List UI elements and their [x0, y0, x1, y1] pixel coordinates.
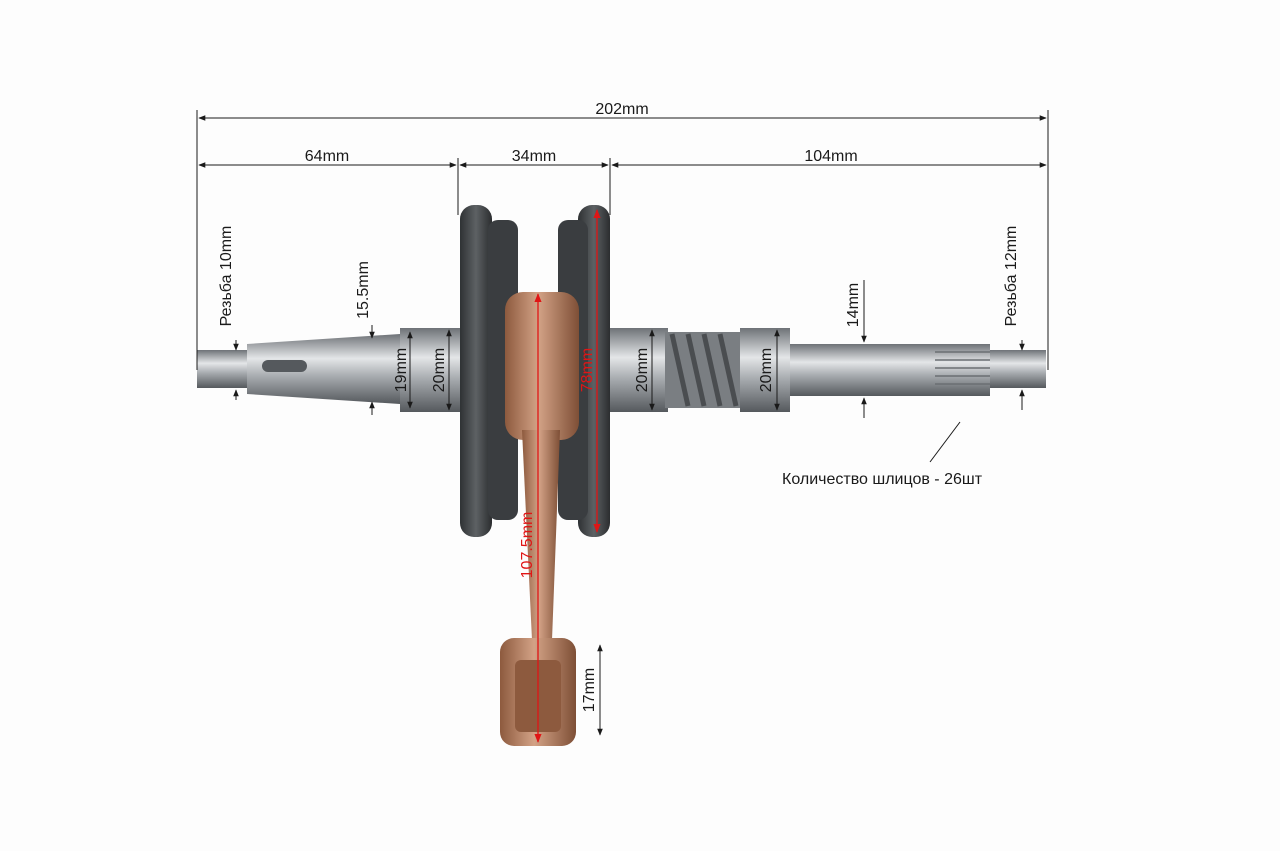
highlight-dimension-lines: [534, 209, 601, 743]
left-seal-label: 19mm: [393, 348, 410, 392]
right-shaft-label: 14mm: [845, 283, 862, 327]
left-taper-label: 15.5mm: [355, 261, 372, 319]
left-shaft-length-label: 64mm: [305, 148, 349, 165]
right-bearing-journal: [608, 328, 668, 412]
right-shaft-length-label: 104mm: [804, 148, 857, 165]
left-keyway: [262, 360, 307, 372]
left-bearing-label: 20mm: [431, 348, 448, 392]
conrod-big-end: [505, 292, 579, 440]
dimension-lines: [196, 110, 1049, 736]
right-thread-label: Резьба 12mm: [1003, 226, 1020, 327]
overall-length-label: 202mm: [595, 101, 648, 118]
crank-width-label: 34mm: [512, 148, 556, 165]
left-taper: [247, 334, 400, 404]
spline-note: Количество шлицов - 26шт: [782, 471, 983, 488]
left-flywheel: [460, 205, 492, 537]
right-journal: [740, 328, 790, 412]
right-shaft: [790, 344, 935, 396]
left-thread: [197, 350, 247, 388]
conrod-length-label: 107.5mm: [519, 512, 536, 579]
flywheel-diameter-label: 78mm: [579, 348, 596, 392]
right-bearing-label: 20mm: [634, 348, 651, 392]
left-thread-label: Резьба 10mm: [218, 226, 235, 327]
small-end-label: 17mm: [581, 668, 598, 712]
right-thread: [990, 350, 1046, 388]
right-journal-label: 20mm: [758, 348, 775, 392]
